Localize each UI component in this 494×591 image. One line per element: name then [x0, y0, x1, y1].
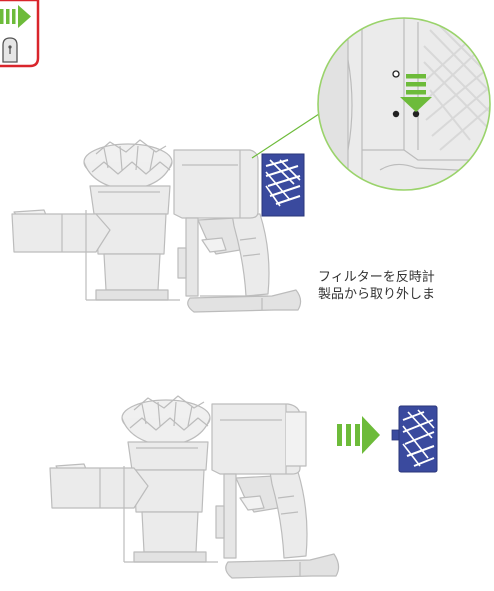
step-badge [0, 0, 40, 68]
vacuum-device-bottom [49, 395, 340, 579]
instruction-line-2: 製品から取り外しま [318, 287, 436, 302]
callout-zoom [317, 17, 491, 191]
instruction-text: フィルターを反時計 製品から取り外しま [318, 269, 435, 303]
instruction-line-1: フィルターを反時計 [318, 270, 435, 285]
vacuum-device-top [11, 139, 302, 313]
lock-icon [2, 37, 18, 63]
rotate-down-arrow-icon [400, 74, 432, 112]
indicator-dot [392, 110, 400, 118]
green-double-arrow-icon [337, 416, 380, 454]
filter-cartridge-removed-icon [391, 405, 438, 473]
indicator-dot [412, 110, 420, 118]
green-double-arrow-icon [0, 5, 31, 28]
callout-connector [251, 111, 323, 159]
filter-cartridge-icon [261, 153, 305, 217]
indicator-dot-open [392, 70, 400, 78]
